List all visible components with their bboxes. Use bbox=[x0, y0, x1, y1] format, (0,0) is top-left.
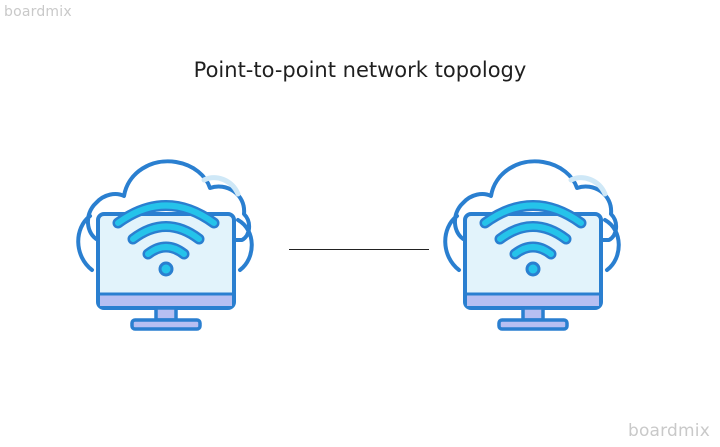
wifi-dot bbox=[158, 261, 174, 277]
wifi-dot bbox=[525, 261, 541, 277]
wifi-symbol bbox=[479, 200, 587, 260]
watermark-top: boardmix bbox=[4, 4, 72, 20]
node-right bbox=[437, 148, 627, 338]
left-side-arc bbox=[443, 214, 461, 272]
right-side-arc bbox=[236, 218, 254, 272]
cloud-wifi-monitor-icon bbox=[443, 159, 621, 331]
left-side-arc bbox=[76, 214, 94, 272]
point-to-point-link bbox=[289, 249, 429, 250]
wifi-symbol bbox=[112, 200, 220, 260]
monitor-neck bbox=[154, 306, 178, 322]
monitor-bezel bbox=[467, 294, 599, 306]
monitor-bezel bbox=[100, 294, 232, 306]
node-left bbox=[70, 148, 260, 338]
diagram-title: Point-to-point network topology bbox=[193, 58, 527, 82]
monitor-base bbox=[497, 318, 569, 331]
right-side-arc bbox=[603, 218, 621, 272]
monitor-base bbox=[130, 318, 202, 331]
monitor-neck bbox=[521, 306, 545, 322]
cloud-wifi-monitor-icon bbox=[76, 159, 254, 331]
watermark-bottom: boardmix bbox=[627, 421, 710, 441]
